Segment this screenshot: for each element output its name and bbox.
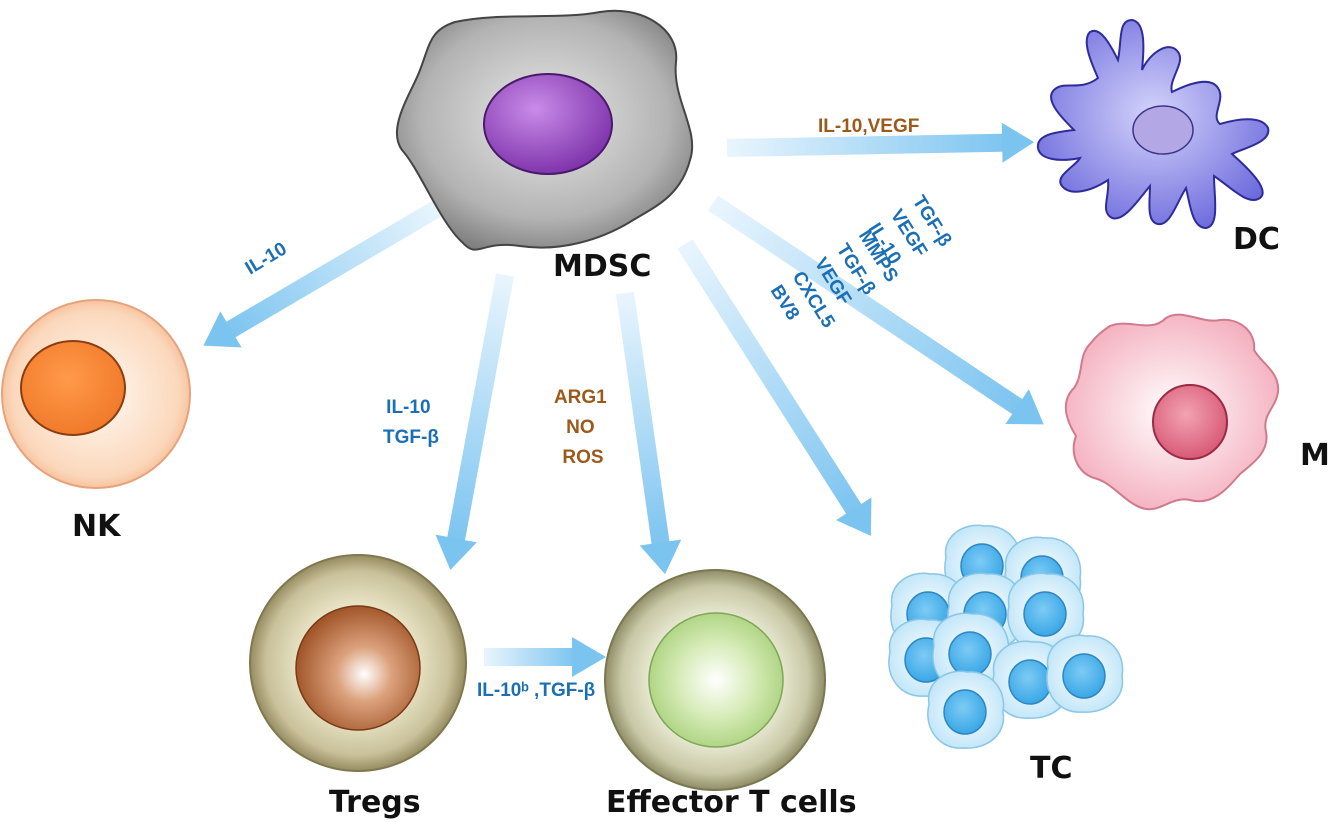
tc-label: TC: [1030, 751, 1072, 786]
tc-cell: [927, 670, 1005, 749]
mediator-text: IL-10: [242, 238, 291, 279]
dc-nucleus: [1132, 105, 1194, 155]
mdsc-label: MDSC: [553, 249, 651, 284]
effector-nucleus: [648, 612, 784, 748]
mediator-text: TGF-β: [383, 427, 439, 448]
mediator-text: IL-10,VEGF: [818, 116, 919, 137]
mediator-text: ROS: [562, 447, 603, 468]
m-cell: [1064, 313, 1280, 511]
nk-cell: [1, 299, 191, 489]
tc-cell: [1046, 634, 1124, 713]
dc-label: DC: [1233, 222, 1280, 257]
mediator-text: ARG1: [554, 387, 607, 408]
nk-label: NK: [72, 509, 122, 544]
mdsc-nucleus: [483, 73, 613, 175]
m-nucleus: [1152, 384, 1228, 460]
m-label: M: [1300, 438, 1330, 473]
arrow-mdsc-to-tregs: [435, 273, 514, 570]
mediator-to-dc: IL-10,VEGF: [818, 116, 919, 137]
mediator-text: IL-10: [386, 397, 430, 418]
tc-cluster: [888, 524, 1124, 749]
tregs-nucleus: [295, 605, 421, 731]
mediator-text: IL-10ᵇ ,TGF-β: [477, 680, 595, 701]
effector-t-cell: [604, 569, 826, 791]
nk-nucleus: [20, 340, 126, 436]
dc-cell: [1036, 18, 1270, 230]
arrow-mdsc-to-tc: [677, 239, 872, 536]
mediator-tregs-to-effector: IL-10ᵇ ,TGF-β: [477, 680, 595, 701]
arrow-mdsc-to-dc: [726, 122, 1035, 163]
arrow-tregs-to-effector: [484, 637, 606, 677]
mediator-to-effector: ARG1 NO ROS: [554, 387, 612, 468]
tregs-cell: [249, 554, 467, 772]
mediator-text: NO: [566, 417, 595, 438]
arrow-mdsc-to-effector: [616, 291, 682, 575]
arrow-mdsc-to-nk: [203, 200, 443, 348]
arrow-mdsc-to-m: [707, 195, 1044, 425]
effector-label: Effector T cells: [606, 785, 857, 820]
mdsc-cell: [395, 9, 694, 251]
mediator-to-nk: IL-10: [242, 238, 291, 279]
tregs-label: Tregs: [329, 785, 421, 820]
mediator-to-tregs: IL-10 TGF-β: [383, 397, 439, 448]
